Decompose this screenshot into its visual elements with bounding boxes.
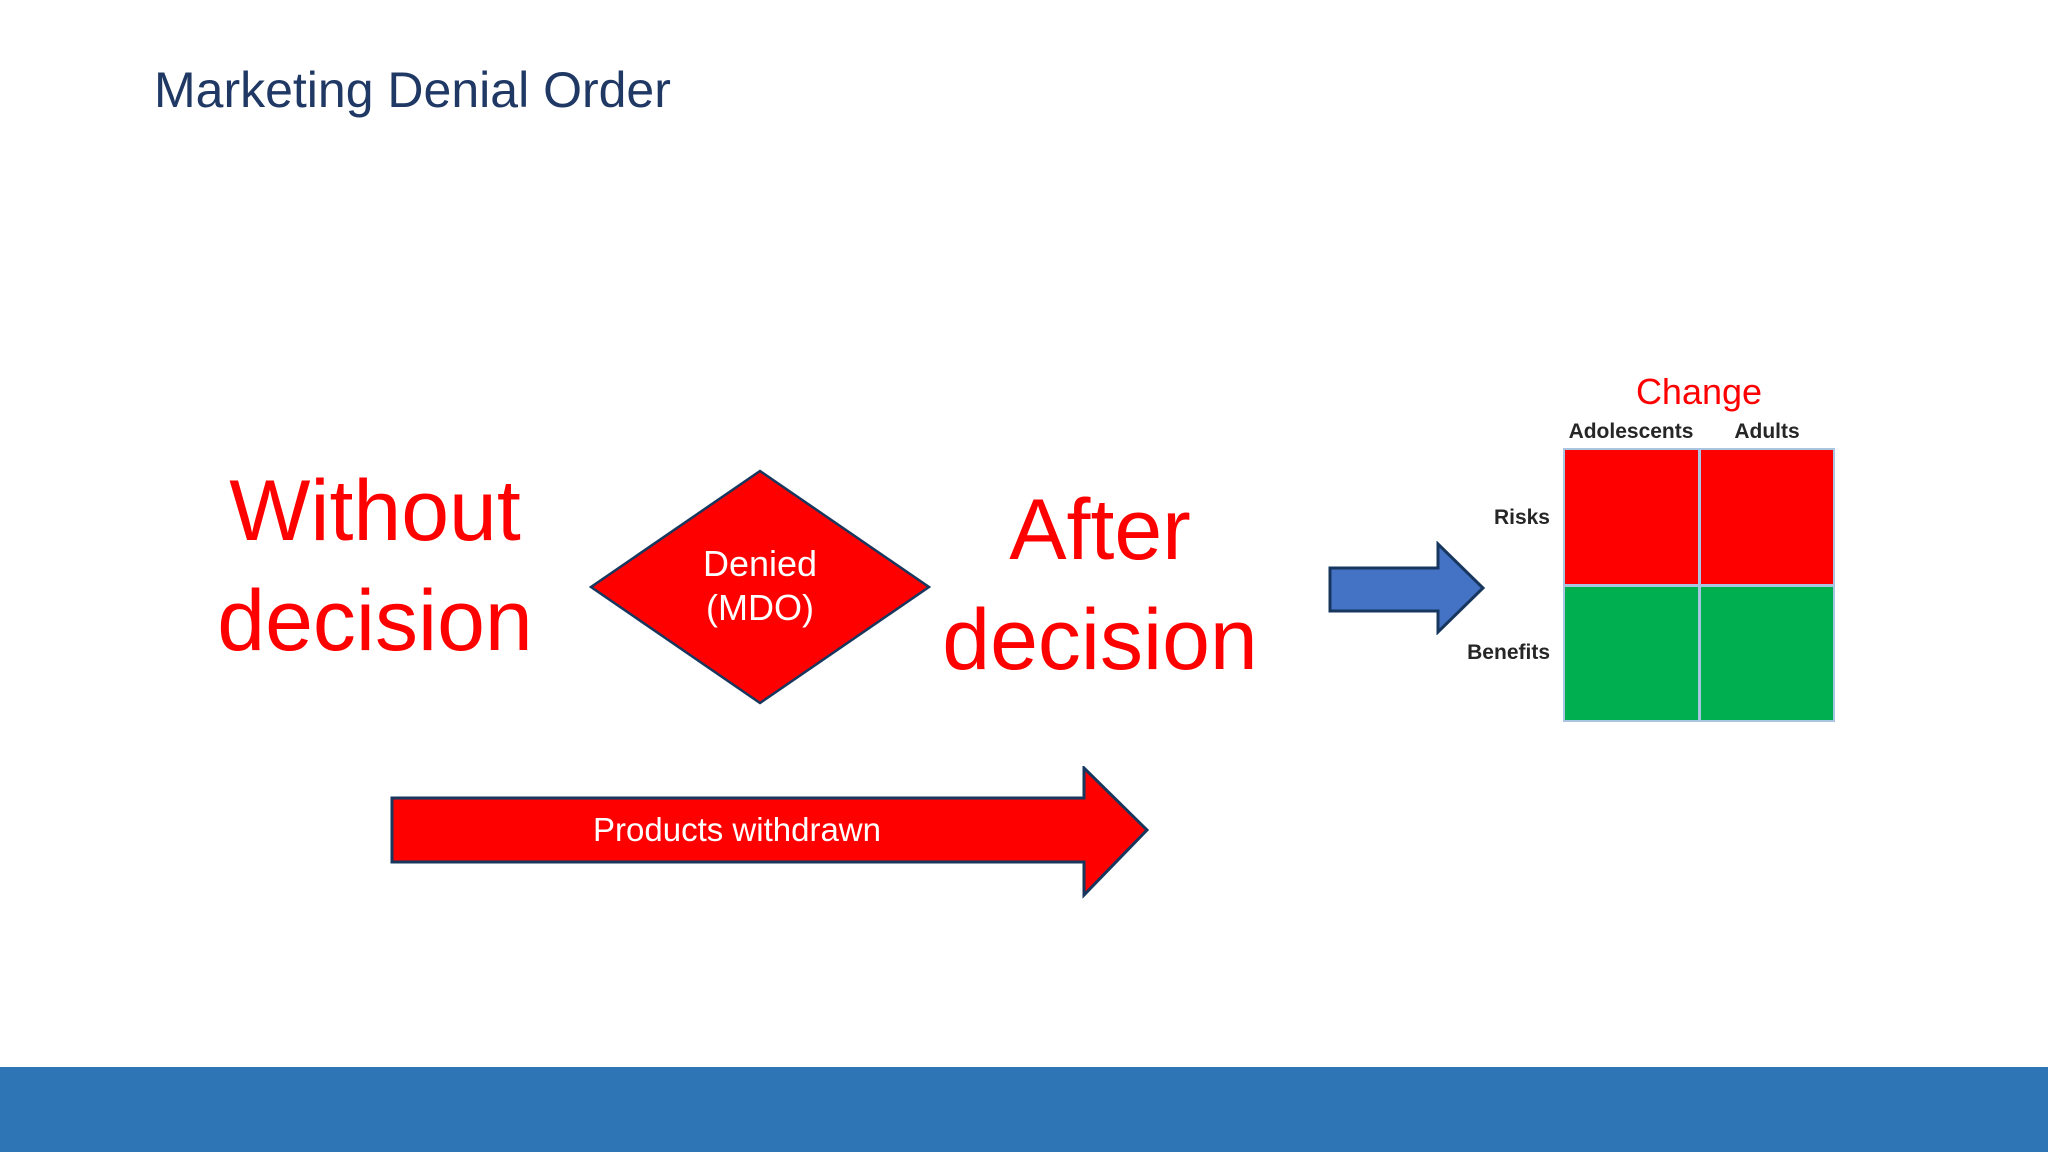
- risk-benefit-matrix: [1563, 448, 1835, 722]
- footer-bar: [0, 1067, 2048, 1152]
- matrix-cell-benefits-adolescents: [1565, 586, 1698, 720]
- denied-diamond-line1: Denied: [702, 543, 818, 584]
- matrix-title: Change: [1635, 371, 1763, 412]
- without-decision-line2: decision: [217, 573, 533, 669]
- after-decision-label: After decision: [900, 475, 1300, 695]
- denied-decision-diamond: [588, 469, 932, 705]
- matrix-cell-benefits-adults: [1700, 586, 1833, 720]
- denied-diamond-label: Denied (MDO): [588, 542, 932, 630]
- denied-diamond-line2: (MDO): [706, 587, 814, 628]
- matrix-col-header-adolescents: Adolescents: [1568, 420, 1694, 443]
- without-decision-label: Without decision: [155, 456, 595, 676]
- red-arrow-shape: [390, 766, 1150, 899]
- blue-arrow-shape: [1328, 541, 1486, 635]
- after-decision-line2: decision: [942, 592, 1258, 688]
- products-withdrawn-arrow: [390, 766, 1150, 899]
- after-decision-line1: After: [1009, 482, 1191, 578]
- matrix-cell-risks-adolescents: [1565, 450, 1698, 584]
- products-withdrawn-label: Products withdrawn: [593, 811, 881, 848]
- diamond-shape: [588, 469, 932, 705]
- matrix-row-header-risks: Risks: [1493, 506, 1550, 529]
- slide-title: Marketing Denial Order: [154, 62, 671, 118]
- matrix-cell-risks-adults: [1700, 450, 1833, 584]
- matrix-row-header-benefits: Benefits: [1467, 641, 1550, 664]
- matrix-column-headers: Adolescents Adults: [1563, 419, 1835, 445]
- blue-right-arrow: [1328, 541, 1486, 635]
- matrix-col-header-adults: Adults: [1734, 420, 1800, 443]
- without-decision-line1: Without: [229, 463, 521, 559]
